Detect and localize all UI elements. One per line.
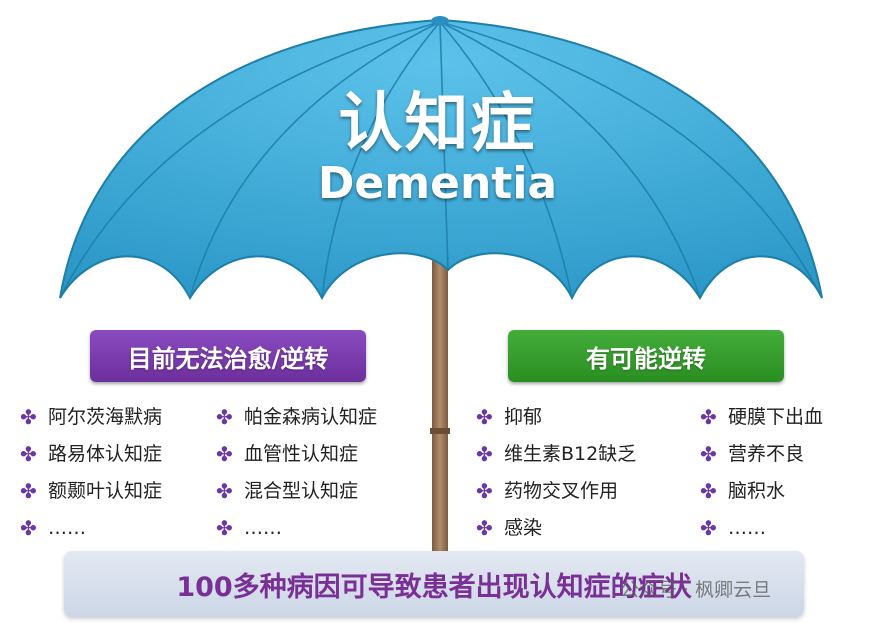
footer-text: 100多种病因可导致患者出现认知症的症状 [176, 571, 692, 603]
bullet-icon: ✤ [20, 515, 37, 540]
bullet-icon: ✤ [476, 478, 493, 503]
watermark: 公众号 · 枫卿云旦 [620, 579, 772, 601]
bullet-icon: ✤ [476, 404, 493, 429]
bullet-icon: ✤ [476, 441, 493, 466]
list-item: ✤额颞叶认知症 [20, 472, 162, 509]
list-item: ✤…… [20, 509, 162, 546]
umbrella-ribs [59, 21, 823, 299]
irreversible-list-col1: ✤阿尔茨海默病 ✤路易体认知症 ✤额颞叶认知症 ✤…… [20, 398, 162, 546]
reversible-list-col1: ✤抑郁 ✤维生素B12缺乏 ✤药物交叉作用 ✤感染 [476, 398, 636, 546]
list-item: ✤路易体认知症 [20, 435, 162, 472]
bullet-icon: ✤ [700, 404, 717, 429]
bullet-icon: ✤ [216, 441, 233, 466]
bullet-icon: ✤ [700, 515, 717, 540]
bullet-icon: ✤ [216, 404, 233, 429]
list-item: ✤…… [700, 509, 823, 546]
list-item: ✤混合型认知症 [216, 472, 377, 509]
irreversible-list-col2: ✤帕金森病认知症 ✤血管性认知症 ✤混合型认知症 ✤…… [216, 398, 377, 546]
bullet-icon: ✤ [700, 478, 717, 503]
umbrella-canopy [59, 18, 823, 301]
bullet-icon: ✤ [20, 404, 37, 429]
pole-joint [430, 428, 450, 434]
list-item: ✤脑积水 [700, 472, 823, 509]
umbrella-pole [432, 240, 448, 558]
footer-banner [64, 551, 804, 617]
list-item: ✤帕金森病认知症 [216, 398, 377, 435]
list-item: ✤抑郁 [476, 398, 636, 435]
list-item: ✤营养不良 [700, 435, 823, 472]
list-item: ✤维生素B12缺乏 [476, 435, 636, 472]
bullet-icon: ✤ [20, 441, 37, 466]
list-item: ✤血管性认知症 [216, 435, 377, 472]
list-item: ✤药物交叉作用 [476, 472, 636, 509]
reversible-list-col2: ✤硬膜下出血 ✤营养不良 ✤脑积水 ✤…… [700, 398, 823, 546]
subtitle-english: Dementia [317, 158, 558, 209]
main-title: 认知症 [338, 87, 537, 161]
list-item: ✤感染 [476, 509, 636, 546]
bullet-icon: ✤ [216, 478, 233, 503]
list-item: ✤硬膜下出血 [700, 398, 823, 435]
bullet-icon: ✤ [20, 478, 37, 503]
bullet-icon: ✤ [700, 441, 717, 466]
bullet-icon: ✤ [216, 515, 233, 540]
list-item: ✤阿尔茨海默病 [20, 398, 162, 435]
umbrella-tip [431, 16, 449, 26]
list-item: ✤…… [216, 509, 377, 546]
irreversible-header: 目前无法治愈/逆转 [90, 330, 366, 382]
bullet-icon: ✤ [476, 515, 493, 540]
reversible-header: 有可能逆转 [508, 330, 784, 382]
